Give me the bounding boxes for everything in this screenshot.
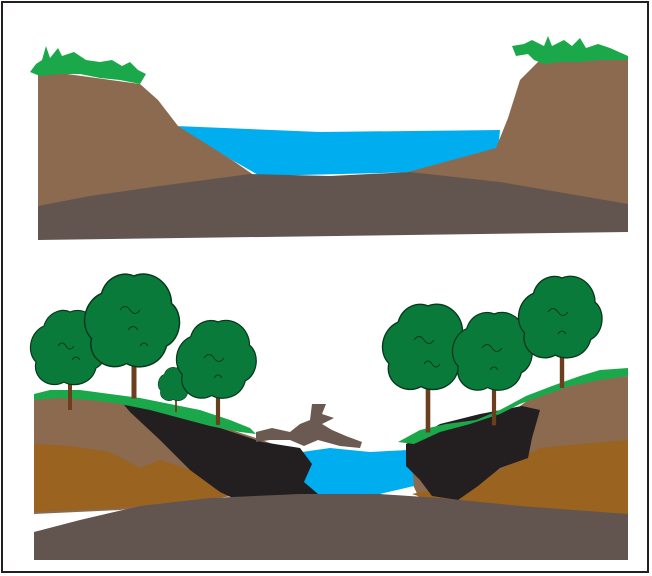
bottom-channel-water [300,448,414,496]
